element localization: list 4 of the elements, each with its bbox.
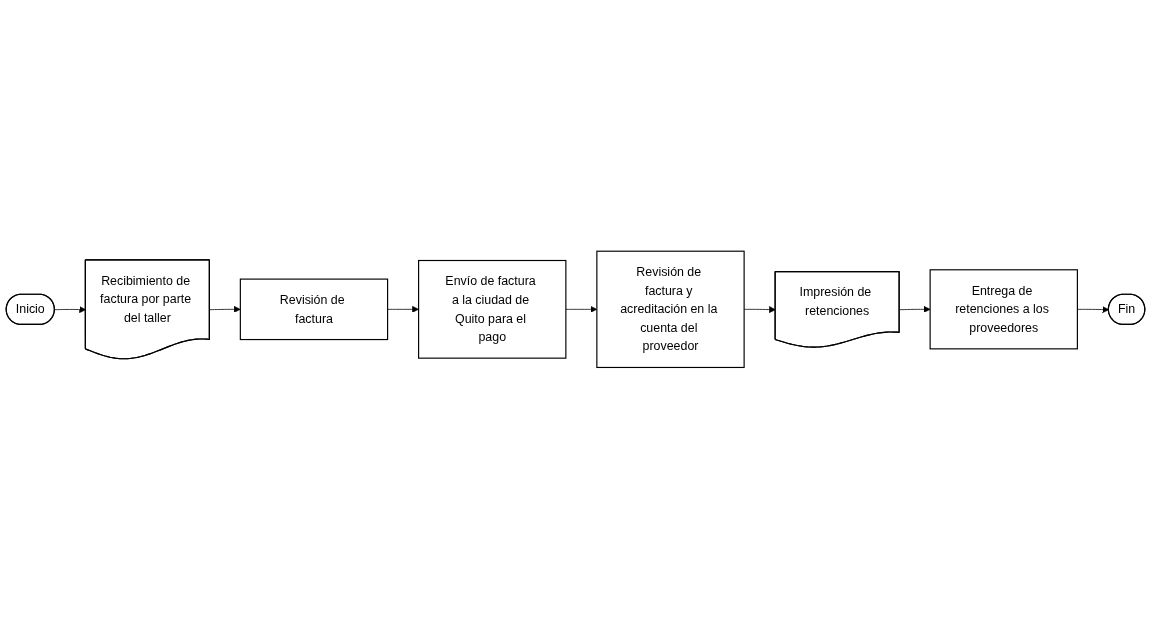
node-box: Envío de factura a la ciudad de Quito para el pago <box>418 260 567 359</box>
node-box: Revisión de factura <box>239 278 389 341</box>
node-box: Entrega de retenciones a los proveedores <box>929 269 1078 350</box>
node-box: Revisión de factura y acreditación en la cuenta del proveedor <box>596 250 745 369</box>
